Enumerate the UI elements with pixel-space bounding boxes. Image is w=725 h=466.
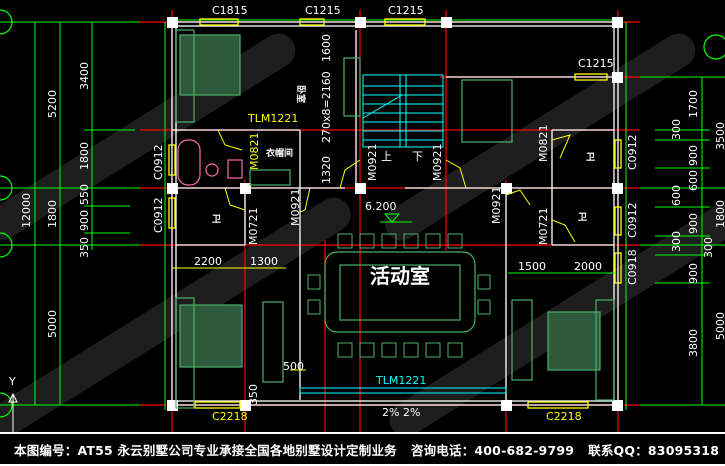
window-label: C1215	[388, 4, 424, 17]
dimension-label: 500	[283, 360, 304, 373]
window-label: C2218	[546, 410, 582, 423]
window-label: C0912	[626, 202, 639, 238]
dimension-label: 5000	[46, 310, 59, 338]
room-label-bath: 卫	[212, 214, 221, 225]
door-label: M0921	[289, 189, 302, 227]
columns	[167, 17, 623, 411]
dimension-label: 900	[687, 213, 700, 234]
dimension-label: 5200	[46, 90, 59, 118]
footer-drawing-code: 本图编号：AT55 永云别墅公司专业承接全国各地别墅设计定制业务	[14, 442, 397, 458]
door-label: M0821	[248, 133, 261, 171]
dimension-label: 12000	[20, 193, 33, 228]
dimension-label: 1800	[714, 200, 725, 228]
room-label-bath: 卫	[586, 152, 595, 163]
footer-qq: 联系QQ：83095318	[588, 442, 720, 458]
dimension-lines	[0, 19, 725, 410]
window-label: C0912	[152, 144, 165, 180]
footer-phone: 咨询电话：400-682-9799	[410, 442, 575, 458]
dimension-label: 2000	[574, 260, 602, 273]
inner-dimension-lines	[172, 267, 306, 371]
door-label: M0921	[490, 187, 503, 225]
stair-dimension: 1600	[320, 34, 333, 62]
dimension-label: 300	[670, 231, 683, 252]
staircase	[362, 74, 444, 148]
dimension-label: 300	[670, 119, 683, 140]
elevation-symbol	[380, 213, 412, 223]
dimension-label: 1700	[687, 90, 700, 118]
dimension-label: 900	[78, 210, 91, 231]
window-label: C1215	[305, 4, 341, 17]
stair-down-label: 下	[412, 150, 423, 163]
window-label: C1815	[212, 4, 248, 17]
floor-plan-drawing: Y	[0, 4, 725, 432]
room-label-bath: 卫	[578, 212, 587, 223]
y-axis-label: Y	[8, 375, 16, 388]
door-swings	[217, 129, 576, 243]
walls	[171, 21, 619, 406]
window-label: C0918	[626, 249, 639, 285]
dimension-label: 1800	[78, 142, 91, 170]
dimension-label: 1500	[518, 260, 546, 273]
dimension-label: 2200	[194, 255, 222, 268]
axis-bubbles	[0, 9, 725, 418]
window-label: C0912	[626, 134, 639, 170]
room-label-activity: 活动室	[370, 264, 430, 288]
footer-info-bar: 本图编号：AT55 永云别墅公司专业承接全国各地别墅设计定制业务 咨询电话：40…	[0, 432, 725, 466]
door-label: M0721	[247, 208, 260, 246]
y-axis-marker	[8, 392, 18, 432]
door-label: M0721	[537, 208, 550, 246]
dimension-label: 900	[687, 145, 700, 166]
elevation-mark: 6.200	[365, 200, 397, 213]
dimension-label: 5000	[714, 312, 725, 340]
dimension-label: 350	[247, 384, 260, 405]
furniture	[175, 29, 615, 409]
sanitary-fixtures	[177, 139, 243, 186]
window-label: C2218	[212, 410, 248, 423]
dimension-label: 1800	[46, 200, 59, 228]
dimension-label: 600	[687, 170, 700, 191]
dimension-label: 3400	[78, 62, 91, 90]
stair-dimension: 1320	[320, 156, 333, 184]
stair-up-label: 上	[381, 150, 392, 163]
room-label-closet: 衣帽间	[266, 147, 293, 159]
door-label: TLM1221	[247, 112, 298, 125]
dimension-label: 600	[670, 185, 683, 206]
dimension-label: 350	[78, 237, 91, 258]
door-label: M0821	[537, 125, 550, 163]
door-label: M0921	[431, 144, 444, 182]
window-label: C0912	[152, 197, 165, 233]
stair-dimension: 270x8=2160	[320, 71, 333, 143]
window-label: C1215	[578, 57, 614, 70]
slope-label: 2% 2%	[382, 406, 420, 419]
windows	[168, 18, 622, 409]
sliding-doors	[299, 387, 507, 394]
room-label-bedroom: 卧室	[295, 85, 307, 103]
dimension-label: 3800	[687, 329, 700, 357]
dimension-label: 3500	[714, 122, 725, 150]
dimension-label: 550	[78, 184, 91, 205]
door-label: M0921	[366, 144, 379, 182]
dimension-label: 900	[687, 263, 700, 284]
dimension-label: 300	[702, 237, 715, 258]
chairs	[307, 233, 491, 358]
door-label: TLM1221	[375, 374, 426, 387]
dimension-label: 1300	[250, 255, 278, 268]
